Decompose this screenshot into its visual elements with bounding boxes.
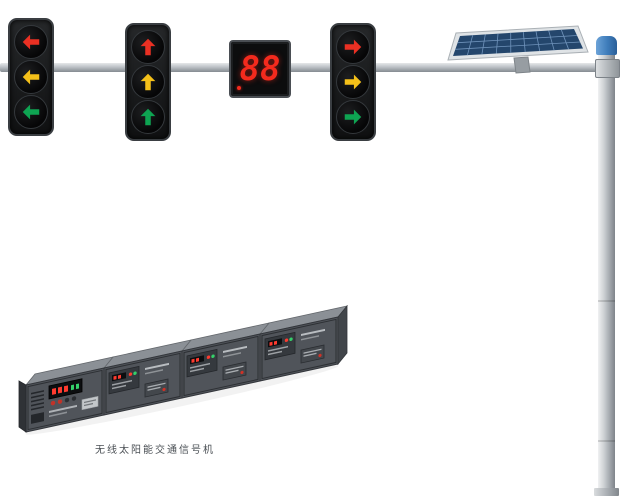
arrow-left-icon [22,104,40,120]
signal-lens [131,100,165,134]
arrow-up-icon [140,73,156,91]
signal-lens [14,60,48,94]
arrow-right-icon [344,74,362,90]
pole-seam [598,300,615,302]
arrow-right-icon [344,109,362,125]
signal-lens [14,25,48,59]
signal-head-right-arrows [330,23,376,141]
signal-head-up-arrows [125,23,171,141]
controller-labels [49,395,99,418]
pole-seam [598,440,615,442]
countdown-indicator-dot [237,86,241,90]
cabinet-fronts [25,316,339,433]
pole-base-flange [594,488,619,496]
arrow-up-icon [140,108,156,126]
solar-cell-grid [455,29,581,56]
pole-cap [596,36,617,55]
controller-cabinet-group [18,304,349,435]
controller-main-front [27,369,103,431]
signal-lens [131,65,165,99]
solar-panel [447,25,589,74]
support-pole [598,52,615,494]
signal-lens [14,95,48,129]
arrow-left-icon [22,34,40,50]
controller-display-digits [52,383,79,395]
cabinet-shadow [25,365,339,435]
countdown-digits: 88 [239,49,281,89]
signal-lens [336,65,370,99]
signal-lens [336,30,370,64]
mast-arm [0,63,604,72]
arrow-right-icon [344,39,362,55]
arrow-left-icon [22,69,40,85]
solar-mount [513,56,531,74]
arm-mount-bracket [595,59,620,78]
countdown-display: 88 [229,40,291,98]
product-caption: 无线太阳能交通信号机 [95,445,215,456]
signal-head-left-arrows [8,18,54,136]
signal-lens [336,100,370,134]
cabinet-left-side [18,380,27,433]
arrow-up-icon [140,38,156,56]
controller-buttons [50,396,77,406]
signal-lens [131,30,165,64]
controller-vents [31,390,44,424]
